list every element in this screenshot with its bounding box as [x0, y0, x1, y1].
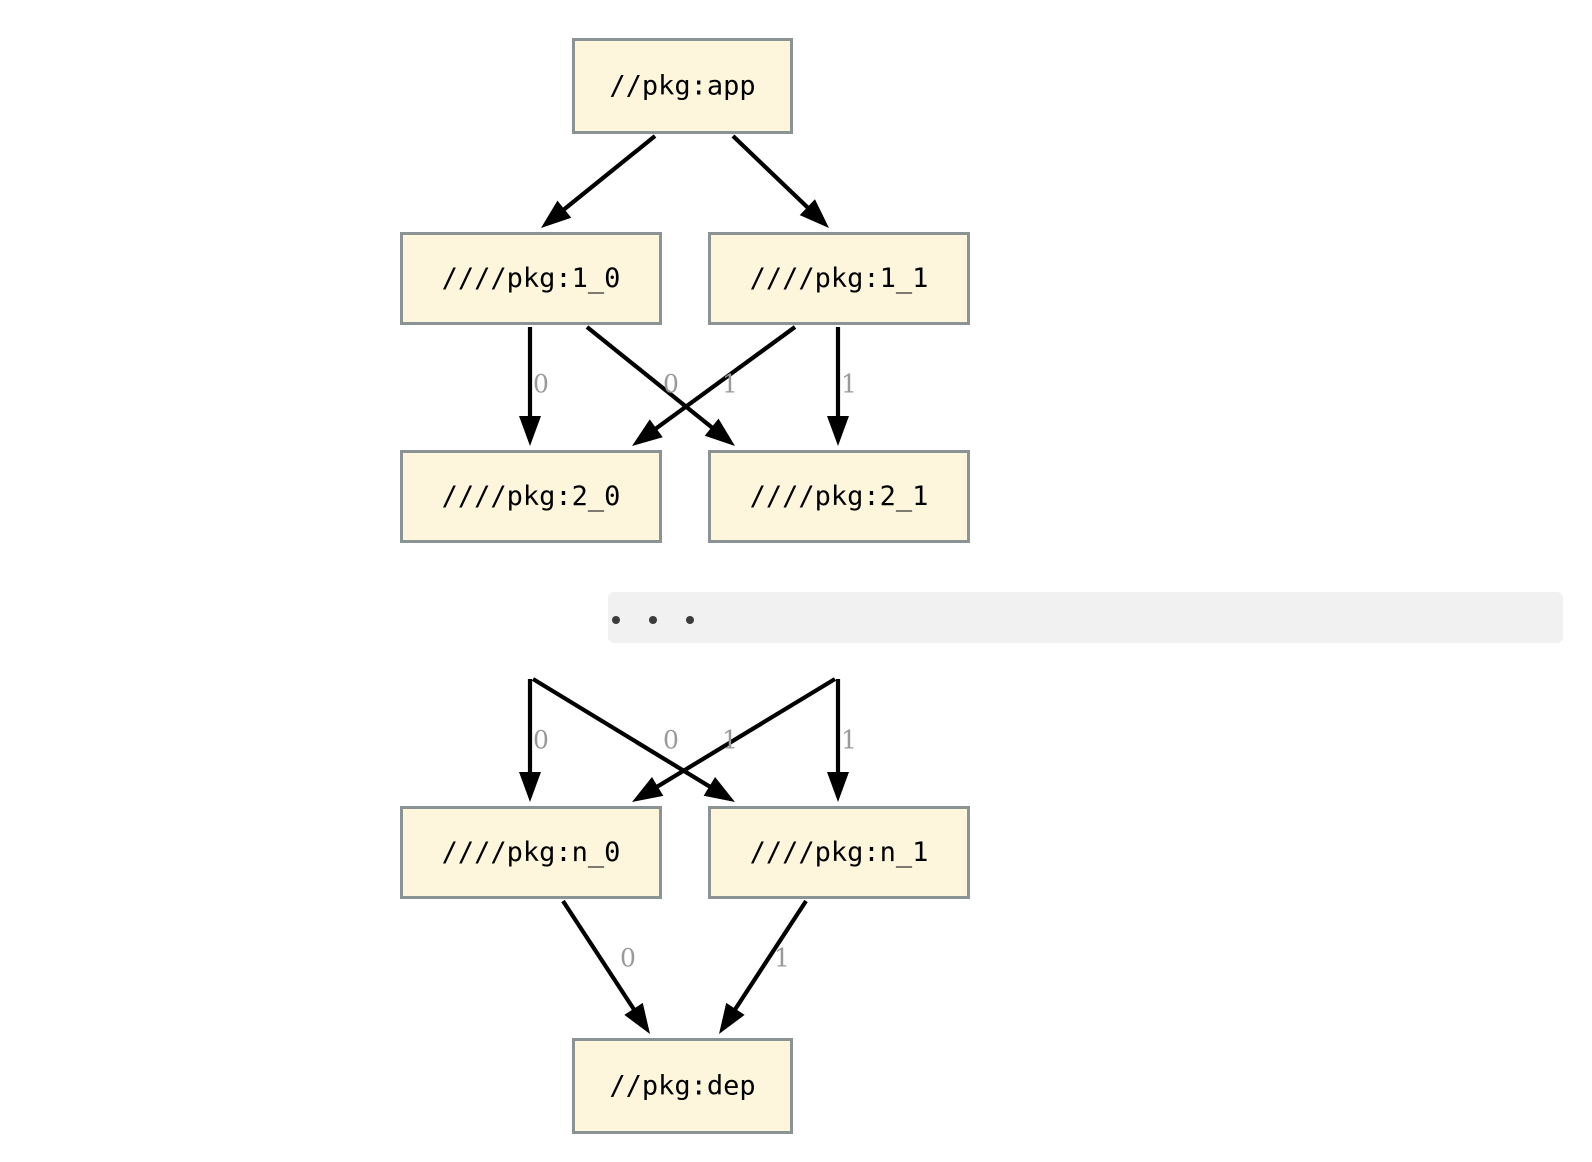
edge-arrowhead-icon: [799, 199, 829, 228]
node-label: //pkg:app: [609, 71, 755, 102]
edge-line: [649, 677, 837, 793]
graph-node-app[interactable]: //pkg:app: [572, 38, 793, 134]
graph-edge: [561, 899, 650, 1034]
graph-node-ln_1[interactable]: ////pkg:n_1: [708, 806, 970, 899]
node-box[interactable]: [400, 450, 662, 543]
edge-line: [729, 899, 808, 1017]
edge-label-layer: 0 1 0 1 0 1 0 1 0 1: [533, 370, 857, 973]
graph-node-ln_0[interactable]: ////pkg:n_0: [400, 806, 662, 899]
edge-label: 0: [533, 370, 549, 399]
node-label: ////pkg:1_1: [750, 263, 929, 294]
edge-label: 0: [620, 944, 636, 973]
edge-arrowhead-icon: [827, 416, 849, 446]
edge-arrowhead-icon: [624, 1002, 650, 1034]
edge-line: [731, 134, 815, 215]
node-label: ////pkg:n_1: [750, 837, 929, 868]
edge-line: [585, 325, 720, 434]
edge-label: 1: [841, 726, 857, 755]
ellipsis-dot: [649, 616, 657, 624]
edge-label: 1: [722, 726, 738, 755]
edge-line: [561, 899, 640, 1017]
graph-edge: [519, 327, 541, 446]
edge-label: 1: [841, 370, 857, 399]
edge-arrowhead-icon: [632, 777, 664, 802]
node-label: ////pkg:n_0: [442, 837, 621, 868]
graph-edge: [541, 134, 657, 228]
graph-edge: [585, 325, 735, 446]
edge-arrowhead-icon: [719, 1002, 745, 1034]
edge-label: 0: [533, 726, 549, 755]
edge-label: 1: [722, 370, 738, 399]
edge-arrowhead-icon: [632, 419, 663, 446]
edge-arrowhead-icon: [519, 416, 541, 446]
node-box[interactable]: [708, 232, 970, 325]
node-box[interactable]: [400, 232, 662, 325]
graph-node-l1_1[interactable]: ////pkg:1_1: [708, 232, 970, 325]
graph-node-dep[interactable]: //pkg:dep: [572, 1038, 793, 1134]
edge-arrowhead-icon: [519, 772, 541, 802]
graph-edge: [731, 134, 829, 228]
edge-line: [648, 325, 797, 435]
node-box[interactable]: [400, 806, 662, 899]
node-label: ////pkg:1_0: [442, 263, 621, 294]
ellipsis-separator: [608, 592, 1563, 643]
node-layer: //pkg:app ////pkg:1_0 ////pkg:1_1 ////pkg:2…: [400, 38, 970, 1134]
edge-line: [556, 134, 657, 216]
ellipsis-dot: [686, 616, 694, 624]
edge-arrowhead-icon: [704, 418, 735, 446]
edge-arrowhead-icon: [703, 777, 735, 802]
graph-edge: [632, 325, 797, 446]
graph-edge: [632, 677, 837, 802]
ellipsis-dot: [612, 616, 620, 624]
node-label: ////pkg:2_0: [442, 481, 621, 512]
graph-edge: [827, 327, 849, 446]
edge-line: [531, 677, 718, 793]
graph-node-l2_1[interactable]: ////pkg:2_1: [708, 450, 970, 543]
node-box[interactable]: [572, 1038, 793, 1134]
edge-label: 1: [774, 944, 790, 973]
graph-node-l2_0[interactable]: ////pkg:2_0: [400, 450, 662, 543]
graph-node-l1_0[interactable]: ////pkg:1_0: [400, 232, 662, 325]
graph-edge: [531, 677, 735, 802]
edge-label: 0: [663, 726, 679, 755]
node-box[interactable]: [572, 38, 793, 134]
graph-edge: [827, 679, 849, 802]
edge-arrowhead-icon: [827, 772, 849, 802]
graph-edge: [519, 679, 541, 802]
edge-layer: [519, 134, 849, 1034]
node-box[interactable]: [708, 806, 970, 899]
node-label: ////pkg:2_1: [750, 481, 929, 512]
graph-edge: [719, 899, 808, 1034]
edge-arrowhead-icon: [541, 200, 572, 228]
edge-label: 0: [663, 370, 679, 399]
node-label: //pkg:dep: [609, 1071, 755, 1102]
ellipsis-band: [608, 592, 1563, 643]
node-box[interactable]: [708, 450, 970, 543]
